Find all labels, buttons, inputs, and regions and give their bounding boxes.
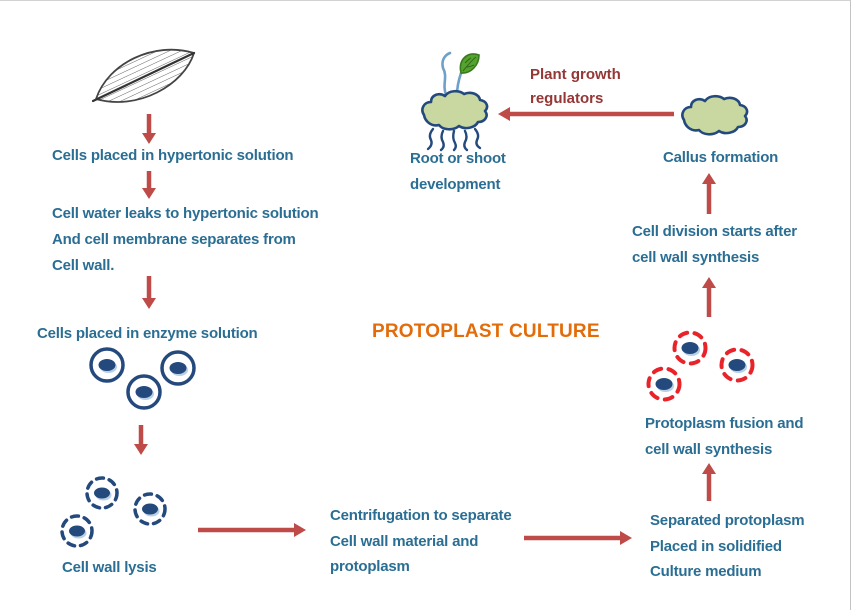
arrow-up-icon — [702, 463, 716, 501]
step-lysis-label: Cell wall lysis — [62, 559, 157, 576]
arrow-right-icon — [198, 523, 306, 537]
rootshoot-line-1: Root or shoot — [410, 150, 506, 167]
centrifugation-line-3: protoplasm — [330, 558, 410, 575]
leak-line-2: And cell membrane separates from — [52, 231, 296, 248]
step-water-leak: Cell water leaks to hypertonic solution … — [52, 201, 319, 279]
regulators-line-2: regulators — [530, 89, 604, 107]
separated-line-1: Separated protoplasm — [650, 512, 805, 529]
cell-in-wall-icon — [89, 347, 196, 410]
edge-regulators: Plant growth regulators — [530, 63, 621, 110]
step-rootshoot: Root or shoot development — [410, 146, 506, 198]
leak-line-1: Cell water leaks to hypertonic solution — [52, 205, 319, 222]
arrow-left-icon — [498, 107, 674, 121]
page-title: PROTOPLAST CULTURE — [372, 321, 600, 342]
arrow-down-icon — [134, 425, 148, 455]
step-enzyme: Cells placed in enzyme solution — [37, 321, 258, 347]
arrow-up-icon — [702, 277, 716, 317]
division-line-2: cell wall synthesis — [632, 248, 760, 266]
rootshoot-line-2: development — [410, 176, 501, 193]
dashed-cell-icon — [60, 476, 167, 548]
arrow-down-icon — [142, 114, 156, 144]
centrifugation-line-1: Centrifugation to separate — [330, 507, 512, 524]
centrifugation-line-2: Cell wall material and — [330, 532, 479, 550]
regulators-line-1: Plant growth — [530, 66, 621, 83]
arrow-down-icon — [142, 171, 156, 199]
red-dashed-protoplast-icon — [646, 330, 755, 402]
arrow-right-icon — [524, 531, 632, 545]
step-enzyme-label: Cells placed in enzyme solution — [37, 325, 258, 342]
step-division: Cell division starts after cell wall syn… — [632, 219, 797, 270]
callus-blob-icon — [681, 94, 749, 136]
separated-line-3: Culture medium — [650, 563, 762, 580]
step-centrifugation: Centrifugation to separate Cell wall mat… — [330, 503, 512, 580]
step-hypertonic: Cells placed in hypertonic solution — [52, 143, 294, 169]
step-callus-label: Callus formation — [663, 149, 779, 166]
separated-line-2: Placed in solidified — [650, 537, 782, 555]
arrow-down-icon — [142, 276, 156, 309]
step-fusion: Protoplasm fusion and cell wall synthesi… — [645, 411, 804, 462]
fusion-line-1: Protoplasm fusion and — [645, 415, 804, 432]
leaf-icon — [92, 48, 196, 103]
fusion-line-2: cell wall synthesis — [645, 440, 773, 458]
step-callus: Callus formation — [663, 145, 778, 171]
step-separated: Separated protoplasm Placed in solidifie… — [650, 508, 805, 585]
arrow-up-icon — [702, 173, 716, 214]
leak-line-3: Cell wall. — [52, 257, 115, 274]
step-lysis: Cell wall lysis — [62, 555, 157, 581]
seedling-callus-icon — [421, 51, 489, 152]
step-hypertonic-label: Cells placed in hypertonic solution — [52, 147, 294, 164]
division-line-1: Cell division starts after — [632, 223, 797, 240]
